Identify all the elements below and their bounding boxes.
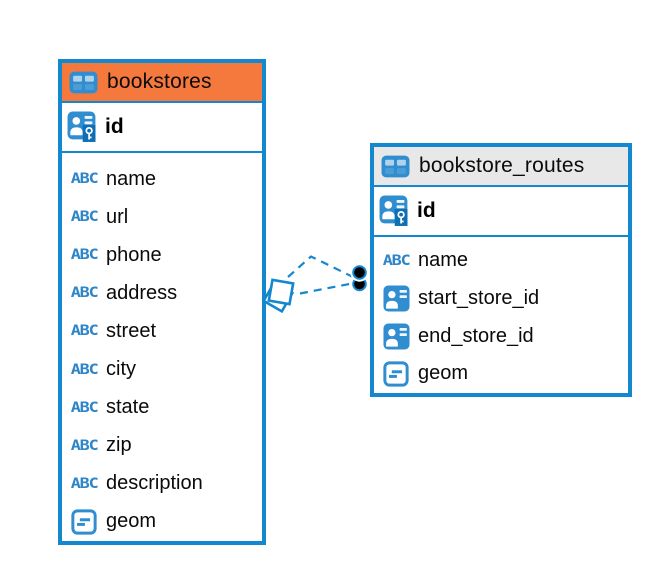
table-card-bookstore-routes[interactable]: bookstore_routes id ABC name start_store…	[370, 143, 632, 397]
column-row-end-store-id[interactable]: end_store_id	[374, 317, 628, 355]
relationship-dot-markers[interactable]	[350, 263, 369, 292]
column-name: city	[106, 358, 136, 381]
text-type-icon: ABC	[70, 475, 99, 492]
reference-type-icon	[383, 285, 410, 312]
text-type-icon: ABC	[70, 171, 99, 188]
primary-key-name: id	[417, 199, 436, 222]
column-name: start_store_id	[418, 287, 540, 310]
text-type-icon: ABC	[70, 247, 99, 264]
column-row-phone[interactable]: ABC phone	[62, 236, 262, 274]
text-type-icon: ABC	[70, 285, 99, 302]
column-row-name[interactable]: ABC name	[62, 160, 262, 198]
text-type-icon: ABC	[70, 361, 99, 378]
relationship-line-upper	[287, 255, 353, 278]
column-name: geom	[418, 362, 469, 385]
column-row-state[interactable]: ABC state	[62, 389, 262, 427]
column-row-description[interactable]: ABC description	[62, 465, 262, 503]
column-row-address[interactable]: ABC address	[62, 274, 262, 312]
column-name: name	[106, 167, 157, 190]
relationship-lines[interactable]	[287, 255, 353, 295]
primary-key-row[interactable]: id	[62, 103, 262, 153]
primary-key-name: id	[105, 115, 124, 138]
primary-key-row[interactable]: id	[374, 187, 628, 237]
primary-key-icon	[379, 195, 410, 227]
text-type-icon: ABC	[382, 252, 411, 269]
table-icon	[381, 155, 410, 178]
text-type-icon: ABC	[70, 399, 99, 416]
column-name: address	[106, 281, 178, 304]
relationship-diamond-marker[interactable]	[261, 278, 295, 314]
column-row-url[interactable]: ABC url	[62, 198, 262, 236]
column-name: zip	[106, 434, 132, 457]
text-type-icon: ABC	[70, 209, 99, 226]
column-name: description	[106, 472, 203, 495]
table-title: bookstores	[107, 70, 212, 93]
column-row-geom[interactable]: geom	[62, 503, 262, 541]
column-name: name	[418, 249, 469, 272]
table-header-bookstores[interactable]: bookstores	[62, 63, 262, 103]
table-icon	[69, 71, 98, 94]
table-card-bookstores[interactable]: bookstores id ABC name ABC url ABC phone…	[58, 59, 266, 545]
text-type-icon: ABC	[70, 437, 99, 454]
object-type-icon	[71, 509, 97, 535]
column-row-start-store-id[interactable]: start_store_id	[374, 280, 628, 318]
column-name: phone	[106, 243, 162, 266]
object-type-icon	[383, 361, 409, 387]
column-name: street	[106, 319, 157, 342]
column-name: end_store_id	[418, 324, 534, 347]
column-row-name[interactable]: ABC name	[374, 242, 628, 280]
relationship-line-lower	[299, 282, 353, 295]
column-row-street[interactable]: ABC street	[62, 312, 262, 350]
text-type-icon: ABC	[70, 323, 99, 340]
column-row-geom[interactable]: geom	[374, 355, 628, 393]
column-name: state	[106, 396, 150, 419]
column-name: url	[106, 205, 129, 228]
table-header-bookstore-routes[interactable]: bookstore_routes	[374, 147, 628, 187]
table-title: bookstore_routes	[419, 154, 585, 177]
reference-type-icon	[383, 323, 410, 350]
column-name: geom	[106, 510, 157, 533]
primary-key-icon	[67, 111, 98, 143]
column-row-zip[interactable]: ABC zip	[62, 427, 262, 465]
column-row-city[interactable]: ABC city	[62, 350, 262, 388]
